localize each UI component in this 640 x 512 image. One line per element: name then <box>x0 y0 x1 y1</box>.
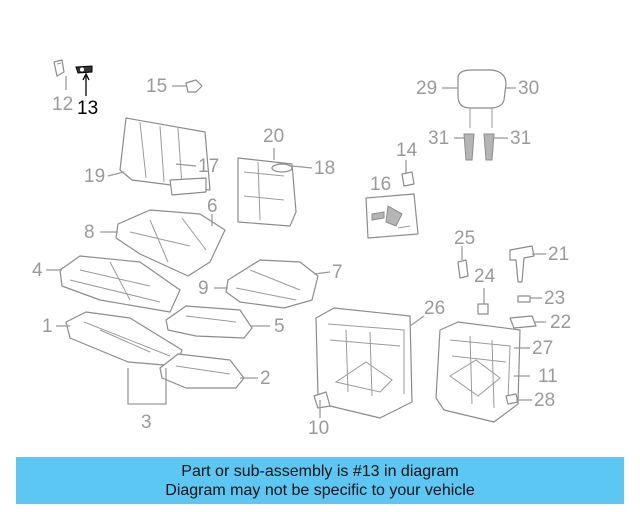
callout-31-left[interactable]: 31 <box>428 128 449 149</box>
callout-18[interactable]: 18 <box>314 158 335 179</box>
callout-16[interactable]: 16 <box>370 174 391 195</box>
callout-31-right[interactable]: 31 <box>510 128 531 149</box>
part-30-headrest <box>457 69 507 128</box>
callout-27[interactable]: 27 <box>532 338 553 359</box>
part-25-clip <box>457 259 469 279</box>
callout-6[interactable]: 6 <box>207 196 218 217</box>
callout-26[interactable]: 26 <box>424 298 445 319</box>
part-19-seat-back <box>119 117 211 196</box>
part-2-seat-pan <box>159 353 245 389</box>
part-11-seat-back-frame <box>435 321 521 423</box>
callout-13[interactable]: 13 <box>77 98 98 119</box>
part-23-pin <box>517 295 531 303</box>
callout-17[interactable]: 17 <box>198 156 219 177</box>
banner-line-part-number: Part or sub-assembly is #13 in diagram <box>181 462 459 480</box>
callout-28[interactable]: 28 <box>534 390 555 411</box>
callout-9[interactable]: 9 <box>198 278 209 299</box>
callout-22[interactable]: 22 <box>550 312 571 333</box>
part-14-bolt <box>401 171 415 187</box>
callout-3[interactable]: 3 <box>141 412 152 433</box>
callout-15[interactable]: 15 <box>146 76 167 97</box>
info-banner: Part or sub-assembly is #13 in diagram D… <box>16 457 624 504</box>
callout-1[interactable]: 1 <box>42 316 53 337</box>
callout-20[interactable]: 20 <box>263 126 284 147</box>
callout-19[interactable]: 19 <box>84 166 105 187</box>
part-22-cover <box>509 315 537 329</box>
part-16-bracket-kit <box>365 193 419 239</box>
part-7-cushion-right <box>225 259 319 309</box>
part-5-seat-pan <box>165 305 253 339</box>
callout-14[interactable]: 14 <box>396 140 418 161</box>
callout-12[interactable]: 12 <box>52 94 73 115</box>
part-13-clip <box>75 65 93 74</box>
part-31-guides <box>463 133 495 161</box>
part-21-latch-lever <box>509 245 535 283</box>
part-15-hook <box>185 79 203 93</box>
callout-24[interactable]: 24 <box>474 266 496 287</box>
part-12-clip <box>53 59 65 77</box>
callout-21[interactable]: 21 <box>548 244 569 265</box>
callout-8[interactable]: 8 <box>84 222 95 243</box>
callout-29[interactable]: 29 <box>416 78 437 99</box>
leader-lines <box>46 72 546 418</box>
callout-11[interactable]: 11 <box>538 366 558 387</box>
part-4-cushion-frame <box>59 255 181 313</box>
part-6-seat-cushion <box>115 209 226 277</box>
parts-diagram: 12 13 15 19 17 20 18 6 8 4 7 9 1 5 2 3 1… <box>32 59 571 439</box>
callout-labels: 12 13 15 19 17 20 18 6 8 4 7 9 1 5 2 3 1… <box>32 76 571 439</box>
part-1-seat-pan <box>65 311 183 367</box>
callout-23[interactable]: 23 <box>544 288 565 309</box>
callout-2[interactable]: 2 <box>260 368 271 389</box>
callout-10[interactable]: 10 <box>308 418 329 439</box>
part-24-bushing <box>477 303 489 315</box>
part-18-seat-back-cover <box>237 157 297 227</box>
callout-30[interactable]: 30 <box>518 78 539 99</box>
callout-7[interactable]: 7 <box>332 262 343 283</box>
callout-4[interactable]: 4 <box>32 260 43 281</box>
part-26-seat-back-frame <box>313 307 413 419</box>
part-28-bolt <box>505 393 519 405</box>
callout-5[interactable]: 5 <box>274 316 285 337</box>
callout-25[interactable]: 25 <box>454 228 475 249</box>
banner-line-disclaimer: Diagram may not be specific to your vehi… <box>165 481 475 499</box>
